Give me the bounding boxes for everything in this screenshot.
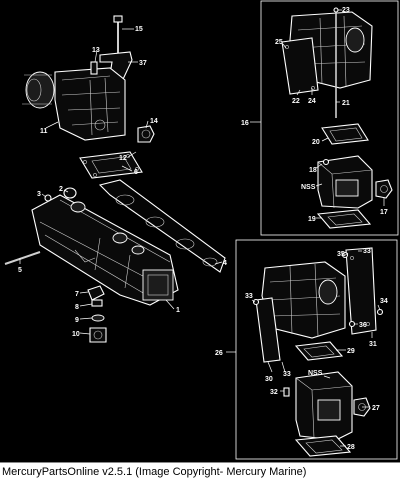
callout-nss-upper: NSS	[301, 184, 316, 191]
callout-19: 19	[308, 216, 316, 223]
callout-26: 26	[215, 350, 223, 357]
callout-32: 32	[270, 389, 278, 396]
riser-assembly-upper	[281, 7, 393, 229]
callout-29: 29	[347, 348, 355, 355]
callout-6: 6	[134, 169, 138, 176]
callout-11: 11	[40, 128, 48, 135]
callout-7: 7	[75, 291, 79, 298]
callout-17: 17	[380, 209, 388, 216]
callout-21: 21	[342, 100, 350, 107]
callout-18: 18	[309, 167, 317, 174]
callout-15: 15	[135, 26, 143, 33]
callout-5: 5	[18, 267, 22, 274]
inset-frame-lower	[235, 239, 398, 460]
exploded-view: 15 13 37 11 14 12 6 3 2 4 5 1 7 8 9 10 1…	[4, 0, 399, 460]
inset-frame-upper	[260, 0, 399, 236]
callout-30: 30	[265, 376, 273, 383]
callout-12: 12	[119, 155, 127, 162]
callout-16: 16	[241, 120, 249, 127]
manifold-gasket	[98, 179, 226, 273]
callout-20: 20	[312, 139, 320, 146]
callout-10: 10	[72, 331, 80, 338]
callout-25: 25	[275, 39, 283, 46]
callout-31: 31	[369, 341, 377, 348]
callout-28: 28	[347, 444, 355, 451]
callout-34: 34	[380, 298, 388, 305]
riser-assembly-lower	[252, 247, 384, 457]
callout-nss-lower: NSS	[308, 370, 323, 377]
callout-27: 27	[372, 405, 380, 412]
callout-8: 8	[75, 304, 79, 311]
callout-22: 22	[292, 98, 300, 105]
exhaust-manifold	[4, 187, 179, 306]
leader-lines	[19, 9, 385, 447]
callout-23: 23	[342, 7, 350, 14]
callout-9: 9	[75, 317, 79, 324]
callout-1: 1	[176, 307, 180, 314]
callout-33-left: 33	[245, 293, 253, 300]
callout-36: 36	[359, 322, 367, 329]
callout-33-bottom: 33	[283, 371, 291, 378]
callout-3: 3	[37, 191, 41, 198]
drain-fittings	[87, 285, 107, 343]
copyright-footer: MercuryPartsOnline v2.5.1 (Image Copyrig…	[0, 462, 400, 481]
callout-33-right: 33	[363, 248, 371, 255]
callout-14: 14	[150, 118, 158, 125]
callout-4: 4	[223, 260, 227, 267]
callout-35: 35	[337, 251, 345, 258]
callout-37: 37	[139, 60, 147, 67]
callout-13: 13	[92, 47, 100, 54]
callout-2: 2	[59, 186, 63, 193]
callout-24: 24	[308, 98, 316, 105]
callout-labels: 15 13 37 11 14 12 6 3 2 4 5 1 7 8 9 10 1…	[18, 7, 388, 451]
parts-diagram: 15 13 37 11 14 12 6 3 2 4 5 1 7 8 9 10 1…	[4, 0, 399, 460]
elbow-assembly	[22, 15, 155, 179]
